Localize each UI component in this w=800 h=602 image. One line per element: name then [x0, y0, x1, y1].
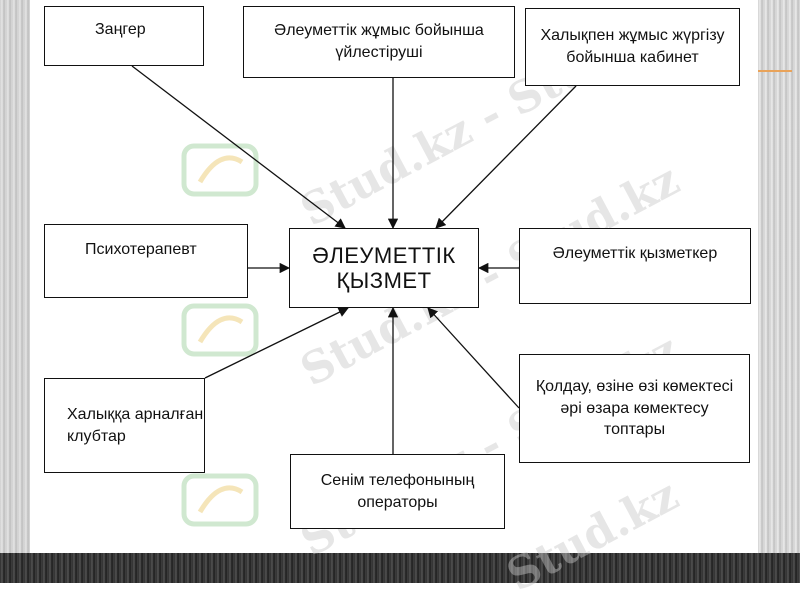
left-frame-stripes [0, 0, 30, 583]
node-center-social-service: ӘЛЕУМЕТТІК ҚЫЗМЕТ [289, 228, 479, 308]
node-coordinator-label: Әлеуметтік жұмыс бойынша үйлестіруші [274, 22, 484, 61]
node-coordinator: Әлеуметтік жұмыс бойынша үйлестіруші [243, 6, 515, 78]
accent-line [752, 70, 792, 72]
node-zanger-label: Заңгер [95, 21, 146, 38]
node-center-label: ӘЛЕУМЕТТІК ҚЫЗМЕТ [312, 242, 456, 293]
bottom-frame-stripes [0, 553, 800, 583]
node-cabinet: Халықпен жұмыс жүргізу бойынша кабинет [525, 8, 740, 86]
node-trust-phone: Сенім телефонының операторы [290, 454, 505, 529]
node-clubs-label: Халыққа арналған клубтар [67, 405, 204, 445]
arrow-support-groups [427, 307, 520, 409]
right-frame-stripes [758, 0, 800, 583]
node-psychotherapist-label: Психотерапевт [85, 241, 197, 258]
node-clubs: Халыққа арналған клубтар [44, 378, 205, 473]
arrow-clubs [204, 307, 349, 379]
arrow-cabinet [435, 85, 577, 229]
node-cabinet-label: Халықпен жұмыс жүргізу бойынша кабинет [540, 27, 725, 66]
node-psychotherapist: Психотерапевт [44, 224, 248, 298]
node-support-groups-label: Қолдау, өзіне өзі көмектесі әрі өзара кө… [535, 378, 734, 439]
node-trust-phone-label: Сенім телефонының операторы [320, 471, 475, 511]
node-support-groups: Қолдау, өзіне өзі көмектесі әрі өзара кө… [519, 354, 750, 463]
connector-layer [131, 65, 577, 454]
node-social-worker-label: Әлеуметтік қызметкер [552, 245, 718, 262]
node-social-worker: Әлеуметтік қызметкер [519, 228, 751, 304]
arrow-zanger [131, 65, 346, 229]
node-zanger: Заңгер [44, 6, 204, 66]
